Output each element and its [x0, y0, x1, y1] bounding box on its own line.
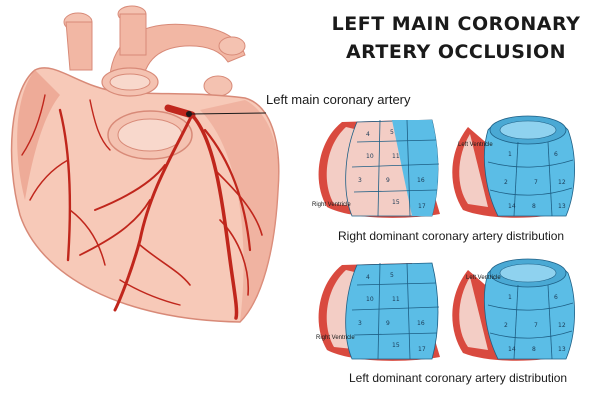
ventricle-rd-front: 1 6 2 7 12 8 13 14 Left Ventricle [448, 112, 583, 222]
heart-shade [17, 70, 60, 200]
lv-top-cavity [499, 263, 557, 283]
heart-svg [10, 5, 280, 323]
segment-label: 8 [532, 346, 536, 353]
artery-label: Left main coronary artery [266, 92, 411, 107]
pulmonary-trunk-inner [117, 118, 183, 152]
segment-label: 5 [390, 272, 394, 279]
segment-label: 8 [532, 203, 536, 210]
ventricle-ld-front-svg: 1 6 2 7 12 8 13 14 [452, 258, 575, 361]
segment-label: 10 [366, 153, 374, 160]
caption-right-dominant: Right dominant coronary artery distribut… [338, 229, 565, 243]
segment-label: 13 [558, 346, 566, 353]
ventricle-rd-side: 4 5 10 11 3 9 15 16 17 Right Ventricle [312, 112, 447, 222]
segment-label: 4 [366, 274, 370, 281]
aortic-root-inner [109, 73, 151, 91]
segment-label: 15 [392, 199, 400, 206]
vessel-mid [119, 13, 147, 56]
lv-blue-region [392, 120, 438, 216]
segment-label: 7 [534, 179, 538, 186]
segment-label: 1 [508, 294, 512, 301]
segment-grid [351, 119, 440, 217]
segment-label: 13 [558, 203, 566, 210]
segment-label: 14 [508, 346, 516, 353]
right-ventricle-label: Right Ventricle [312, 202, 351, 208]
title-line-2: ARTERY OCCLUSION [345, 41, 567, 63]
segment-label: 6 [554, 294, 558, 301]
segment-label: 2 [504, 179, 508, 186]
ventricle-rd-front-svg: 1 6 2 7 12 8 13 14 [452, 115, 575, 218]
left-ventricle-label: Left Ventricle [466, 275, 501, 281]
artery-leader-line [189, 112, 267, 115]
segment-label: 1 [508, 151, 512, 158]
segment-label: 4 [366, 131, 370, 138]
rv-cavity [459, 277, 488, 350]
segment-label: 9 [386, 320, 390, 327]
segment-label: 15 [392, 342, 400, 349]
coronary-branches [21, 94, 263, 320]
segment-label: 17 [418, 346, 426, 353]
segment-label: 3 [358, 177, 362, 184]
segment-label: 2 [504, 322, 508, 329]
rv-cavity [459, 134, 488, 207]
segment-label: 11 [392, 153, 400, 160]
heart-illustration [10, 5, 280, 323]
segment-label: 12 [558, 322, 566, 329]
ventricle-rd-side-svg: 4 5 10 11 3 9 15 16 17 [318, 119, 440, 218]
lv-top-cavity [499, 120, 557, 140]
segment-grid [487, 284, 574, 360]
segment-label: 6 [554, 151, 558, 158]
segment-label: 16 [417, 177, 425, 184]
occlusion-point [186, 111, 192, 117]
segment-label: 9 [386, 177, 390, 184]
ventricle-ld-side: 4 5 10 11 3 9 15 16 17 Right Ventricle [312, 255, 447, 365]
caption-left-dominant: Left dominant coronary artery distributi… [349, 371, 568, 385]
segment-label: 5 [390, 129, 394, 136]
ventricle-ld-front: 1 6 2 7 12 8 13 14 Left Ventricle [448, 255, 583, 365]
segment-label: 17 [418, 203, 426, 210]
segment-grid [351, 262, 440, 360]
vessel-right-top [218, 36, 246, 56]
segment-label: 16 [417, 320, 425, 327]
diagram-title: LEFT MAIN CORONARY ARTERY OCCLUSION [318, 10, 594, 66]
segment-label: 12 [558, 179, 566, 186]
pulmonary-vein-1 [203, 75, 233, 97]
segment-label: 7 [534, 322, 538, 329]
heart-shade-right [200, 100, 279, 322]
segment-label: 14 [508, 203, 516, 210]
segment-label: 3 [358, 320, 362, 327]
ventricle-ld-side-svg: 4 5 10 11 3 9 15 16 17 [318, 262, 440, 361]
title-line-1: LEFT MAIN CORONARY [331, 13, 581, 35]
segment-label: 10 [366, 296, 374, 303]
right-ventricle-label: Right Ventricle [316, 335, 355, 341]
segment-label: 11 [392, 296, 400, 303]
left-ventricle-label: Left Ventricle [458, 142, 493, 148]
vessel-left [65, 21, 93, 71]
segment-grid [487, 141, 574, 217]
